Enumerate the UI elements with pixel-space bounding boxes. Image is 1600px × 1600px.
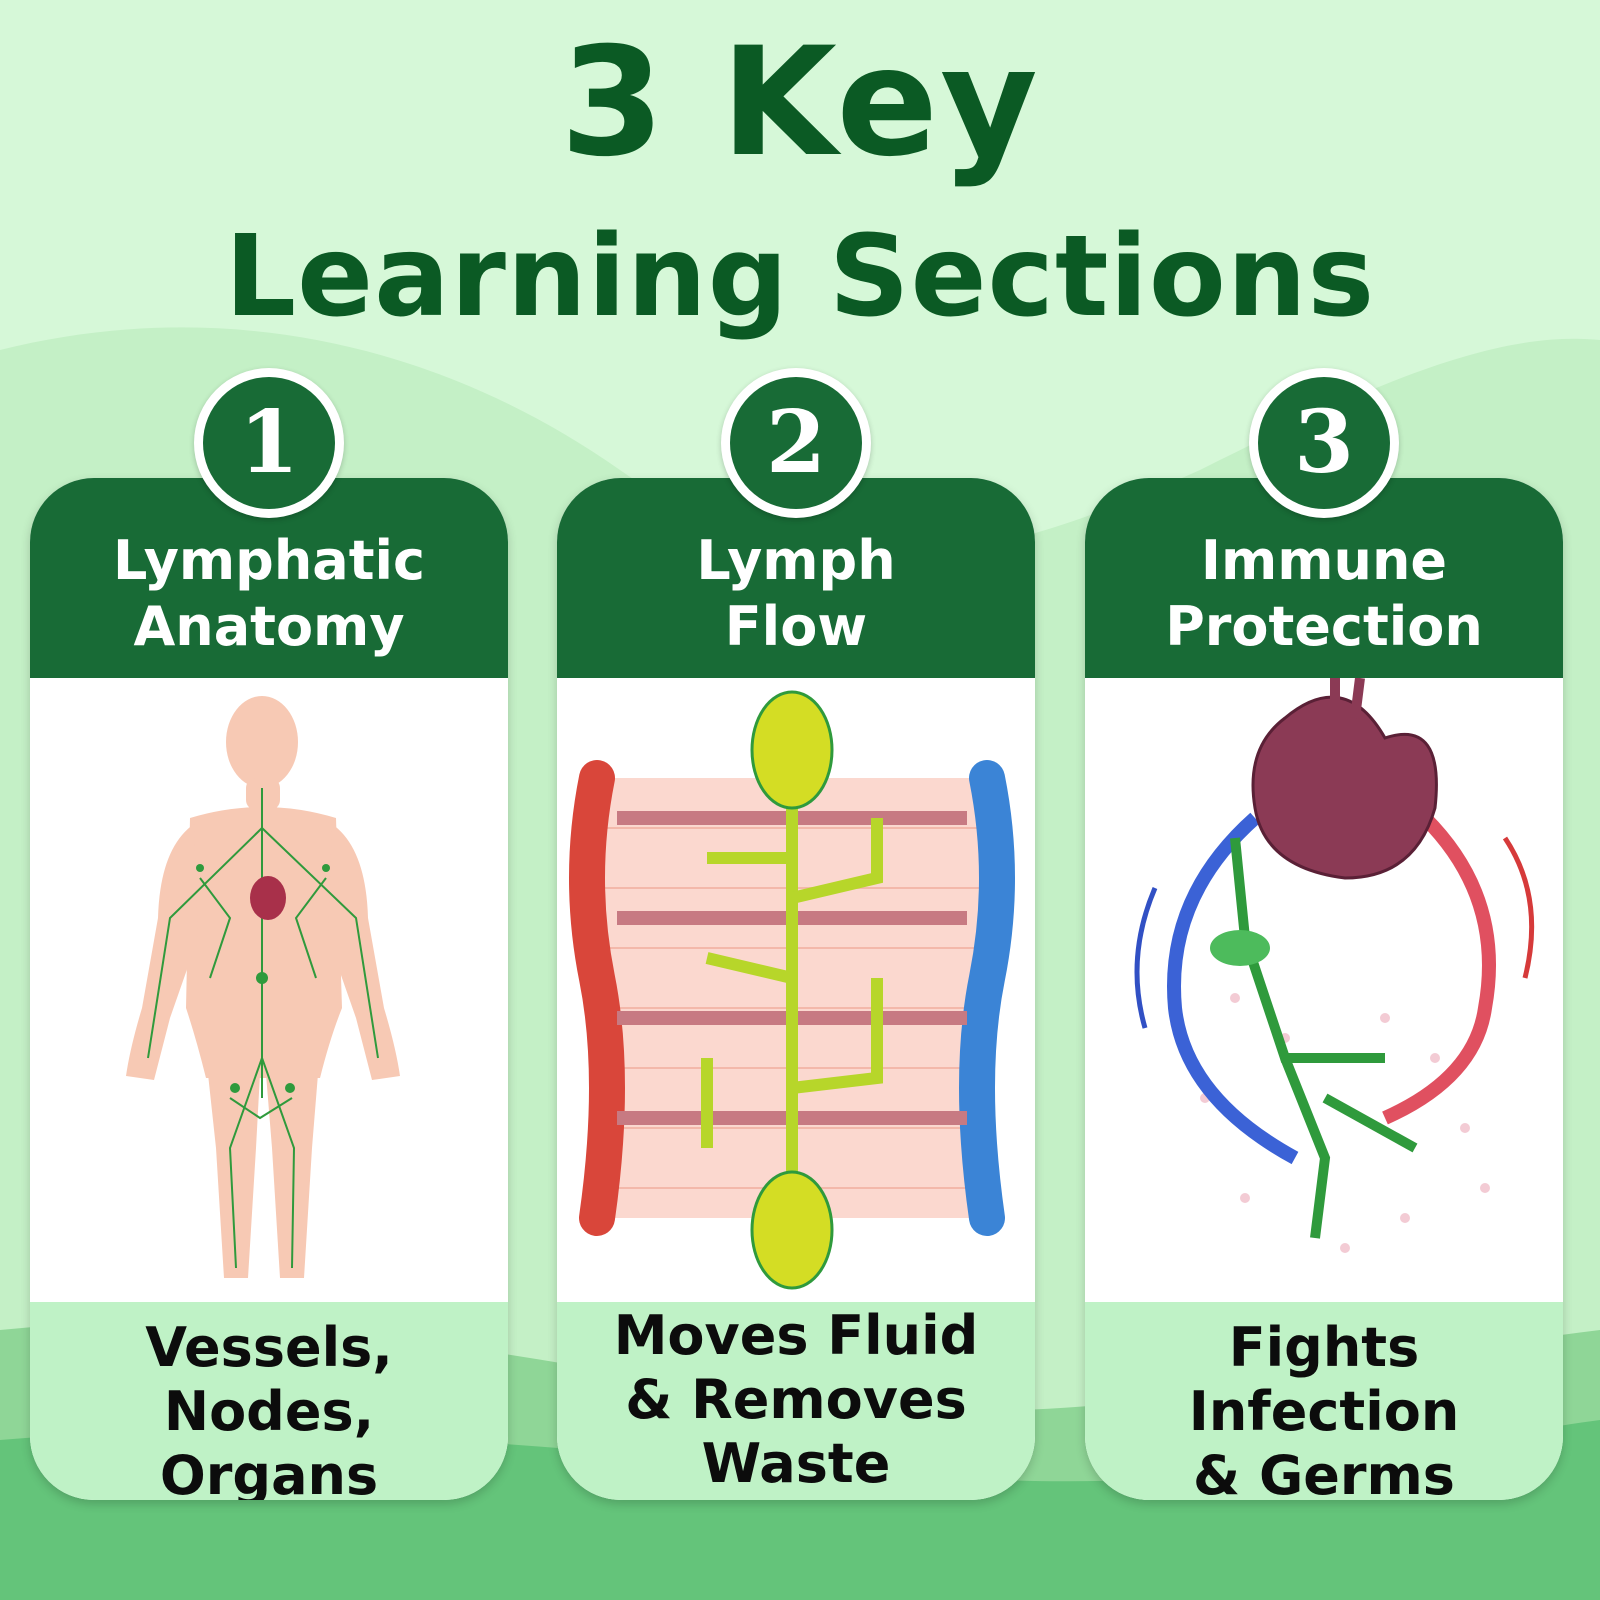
tissue-cell (1460, 1123, 1470, 1133)
lymph-node (230, 1083, 240, 1093)
immune-circulation-illustration (1085, 678, 1563, 1302)
footer-line-2: & Removes (625, 1368, 967, 1431)
body-left-arm (126, 824, 198, 1080)
lymph-capillary (790, 818, 883, 904)
lymph-node (285, 1083, 295, 1093)
lymph-vessel (1280, 1056, 1331, 1239)
tissue-cell (1240, 1193, 1250, 1203)
vein-loop (1167, 812, 1299, 1165)
title-line-2: Learning Sections (224, 212, 1376, 342)
card-description: Fights Infection & Germs (1085, 1316, 1563, 1500)
card-footer: Moves Fluid & Removes Waste (557, 1302, 1035, 1500)
card-heading: Lymphatic Anatomy (30, 528, 508, 660)
card-immune-protection: Immune Protection (1085, 478, 1563, 1500)
body-head (226, 696, 298, 788)
lymph-node-top (750, 690, 834, 810)
section-number: 3 (1258, 377, 1390, 509)
vein-vessel (959, 760, 1015, 1236)
title-line-1: 3 Key (560, 16, 1040, 190)
footer-line-2: Infection (1188, 1380, 1460, 1443)
blood-flow-arrow-up (1134, 887, 1158, 1029)
artery-loop (1382, 813, 1496, 1125)
card-heading: Immune Protection (1085, 528, 1563, 660)
heading-line-2: Flow (724, 595, 868, 658)
aorta (1330, 678, 1365, 719)
lymph-vessel (1230, 837, 1385, 1063)
card-description: Moves Fluid & Removes Waste (557, 1304, 1035, 1496)
tissue-cell (1380, 1013, 1390, 1023)
heading-line-2: Anatomy (133, 595, 405, 658)
lymph-capillary (791, 978, 883, 1094)
section-number: 1 (203, 377, 335, 509)
heading-line-1: Lymph (696, 529, 896, 592)
blood-flow-arrow-down (1502, 836, 1535, 979)
lymph-vessel-right-arm (261, 827, 379, 1059)
tissue-cell (1430, 1053, 1440, 1063)
artery-vessel (569, 760, 625, 1236)
body-torso (186, 807, 342, 1078)
footer-line-3: & Germs (1193, 1444, 1455, 1500)
footer-line-1: Fights (1228, 1316, 1420, 1379)
lymph-node-bottom (750, 1170, 834, 1290)
tissue-cell (1230, 993, 1240, 1003)
lymph-vessel-left-arm (147, 827, 263, 1059)
lymph-node (1210, 930, 1270, 966)
body-right-leg (266, 1074, 318, 1278)
heart-icon (1251, 695, 1438, 880)
heart-icon (250, 876, 286, 920)
lymph-vessel (1322, 1093, 1418, 1153)
section-number-badge: 2 (721, 368, 871, 518)
lymph-node (256, 972, 268, 984)
card-lymph-flow: Lymph Flow (557, 478, 1035, 1500)
tissue-cell (1480, 1183, 1490, 1193)
footer-line-2: Nodes, (163, 1380, 375, 1443)
lymph-node (322, 864, 330, 872)
card-heading: Lymph Flow (557, 528, 1035, 660)
body-right-arm (328, 824, 400, 1080)
section-number-badge: 1 (194, 368, 344, 518)
card-lymphatic-anatomy: Lymphatic Anatomy (30, 478, 508, 1500)
card-description: Vessels, Nodes, Organs (30, 1316, 508, 1500)
footer-line-1: Vessels, (145, 1316, 393, 1379)
lymph-capillary (705, 952, 794, 984)
lymph-vessel-left-leg (228, 1057, 263, 1269)
lymph-flow-illustration (557, 678, 1035, 1302)
lymph-vessel-right-leg (261, 1057, 296, 1269)
section-number: 2 (730, 377, 862, 509)
footer-line-1: Moves Fluid (613, 1304, 979, 1367)
footer-line-3: Waste (701, 1432, 891, 1495)
heading-line-2: Protection (1165, 595, 1483, 658)
body-lymphatic-illustration (30, 678, 508, 1302)
section-number-badge: 3 (1249, 368, 1399, 518)
heading-line-1: Lymphatic (112, 529, 426, 592)
body-left-leg (208, 1074, 260, 1278)
heading-line-1: Immune (1200, 529, 1448, 592)
footer-line-3: Organs (159, 1444, 379, 1500)
card-footer: Vessels, Nodes, Organs (30, 1302, 508, 1500)
tissue-cell (1340, 1243, 1350, 1253)
tissue-cell (1400, 1213, 1410, 1223)
lymph-node (196, 864, 204, 872)
card-footer: Fights Infection & Germs (1085, 1302, 1563, 1500)
